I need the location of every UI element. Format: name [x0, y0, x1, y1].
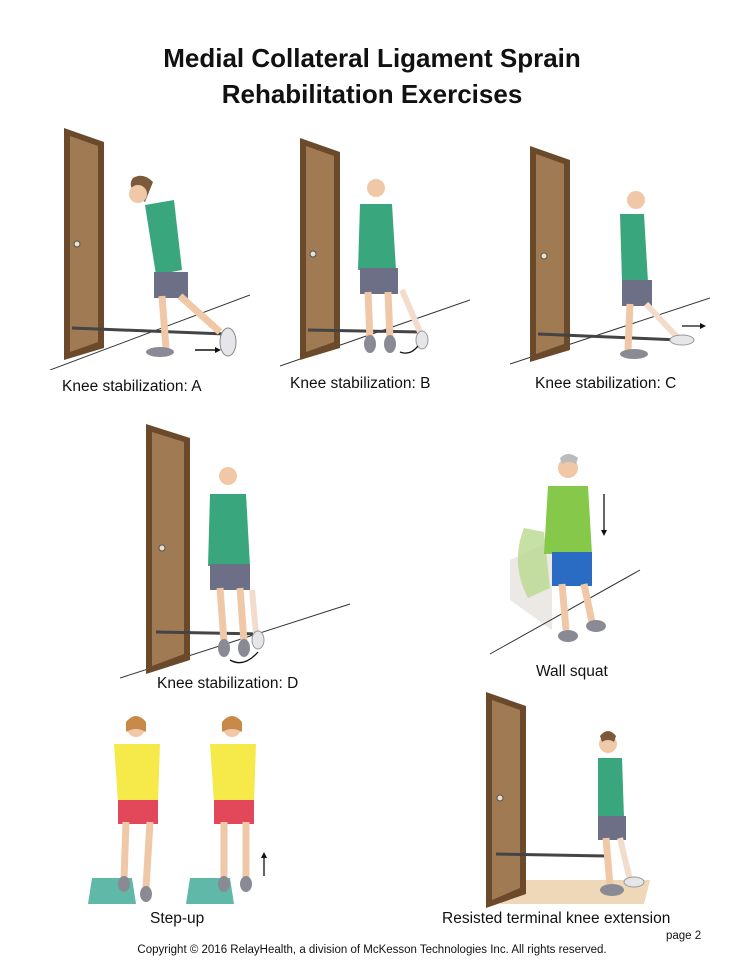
exercise-knee-stabilization-c: Knee stabilization: C	[510, 140, 710, 392]
caption-step-up: Step-up	[150, 910, 205, 927]
wall-squat-illustration	[489, 454, 641, 655]
caption-knee-stabilization-b: Knee stabilization: B	[290, 375, 431, 392]
caption-wall-squat: Wall squat	[536, 663, 608, 680]
exercise-wall-squat: Wall squat	[480, 450, 660, 690]
knee-stabilization-c-illustration	[510, 146, 710, 365]
page-number: page 2	[666, 930, 702, 942]
exercise-knee-stabilization-d: Knee stabilization: D	[120, 420, 360, 700]
exercise-step-up: Step-up	[80, 710, 280, 935]
resisted-terminal-knee-extension-illustration	[486, 692, 650, 908]
caption-knee-stabilization-a: Knee stabilization: A	[62, 378, 202, 395]
exercise-resisted-terminal-knee-extension: Resisted terminal knee extension	[440, 690, 710, 935]
caption-resisted-terminal-knee-extension: Resisted terminal knee extension	[442, 910, 671, 927]
knee-stabilization-a-illustration	[50, 128, 250, 370]
caption-knee-stabilization-c: Knee stabilization: C	[535, 375, 677, 392]
exercise-knee-stabilization-a: Knee stabilization: A	[50, 120, 250, 395]
page-title: Medial Collateral Ligament Sprain	[163, 43, 581, 73]
copyright-notice: Copyright © 2016 RelayHealth, a division…	[137, 944, 607, 956]
step-up-illustration	[88, 716, 267, 904]
knee-stabilization-d-illustration	[120, 424, 351, 679]
knee-stabilization-b-illustration	[280, 138, 470, 367]
caption-knee-stabilization-d: Knee stabilization: D	[157, 675, 299, 692]
exercise-knee-stabilization-b: Knee stabilization: B	[280, 130, 470, 392]
page-subtitle: Rehabilitation Exercises	[221, 79, 523, 109]
